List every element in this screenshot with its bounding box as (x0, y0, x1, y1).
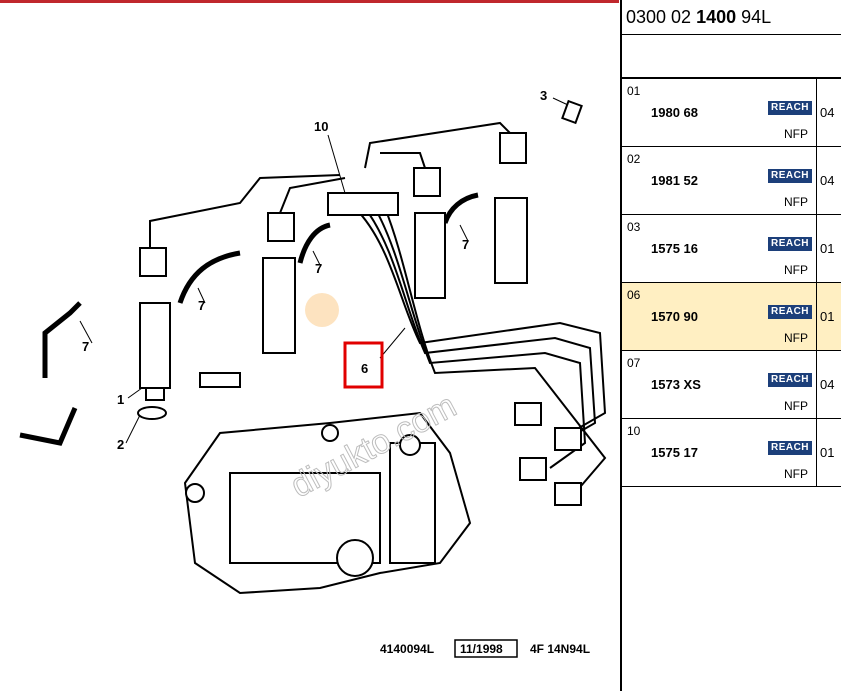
pipe-1 (149, 174, 341, 248)
reach-badge: REACH (768, 305, 812, 319)
drawing-code: 4F 14N94L (530, 642, 590, 656)
part-row[interactable]: 03 1575 16 REACH 01 NFP (622, 215, 841, 283)
header-suffix: 94L (736, 7, 772, 27)
pipe-2 (279, 177, 346, 214)
part-row-selected[interactable]: 06 1570 90 REACH 01 NFP (622, 283, 841, 351)
callout-6: 6 (361, 361, 368, 376)
part-status: NFP (784, 331, 808, 345)
pipe-4 (380, 152, 426, 169)
part-reference[interactable]: 1981 52 (651, 173, 698, 188)
part-reference[interactable]: 1575 17 (651, 445, 698, 460)
callout-1: 1 (117, 392, 124, 407)
header-bold: 1400 (696, 7, 737, 27)
part-index: 06 (627, 288, 641, 302)
part-index: 10 (627, 424, 641, 438)
part-quantity: 01 (820, 309, 835, 324)
leakoff-hose-3 (297, 222, 331, 264)
panel-divider (620, 0, 622, 691)
callout-7d: 7 (462, 237, 469, 252)
part-index: 01 (627, 84, 641, 98)
reach-badge: REACH (768, 373, 812, 387)
pipe-bundle-c (374, 207, 587, 469)
leakoff-hose-4 (442, 192, 479, 224)
callout-7c: 7 (315, 261, 322, 276)
part-row[interactable]: 02 1981 52 REACH 04 NFP (622, 147, 841, 215)
part-reference[interactable]: 1570 90 (651, 309, 698, 324)
parts-panel: 0300 02 1400 94L 01 1980 68 REACH 04 NFP… (622, 0, 841, 691)
part-reference[interactable]: 1980 68 (651, 105, 698, 120)
callout-7b: 7 (198, 298, 205, 313)
part-quantity: 04 (820, 173, 835, 188)
reach-badge: REACH (768, 237, 812, 251)
part-index: 02 (627, 152, 641, 166)
part-quantity: 04 (820, 377, 835, 392)
callout-10: 10 (314, 119, 328, 134)
header-prefix: 0300 02 (626, 7, 697, 27)
part-quantity: 04 (820, 105, 835, 120)
injection-diagram: 1 2 3 10 7 7 7 7 6 diyukto.com 4140094L … (19, 88, 607, 658)
pipe-bundle-a (354, 207, 607, 434)
part-quantity: 01 (820, 445, 835, 460)
top-accent-bar (0, 0, 619, 3)
part-reference[interactable]: 1575 16 (651, 241, 698, 256)
pipe-bundle-d (384, 207, 607, 494)
part-row[interactable]: 10 1575 17 REACH 01 NFP (622, 419, 841, 487)
reach-badge: REACH (768, 169, 812, 183)
panel-header: 0300 02 1400 94L (622, 0, 841, 35)
drawing-ref: 4140094L (380, 642, 434, 656)
return-elbow (19, 407, 78, 446)
pipe-bundle-b (364, 207, 597, 444)
part-status: NFP (784, 399, 808, 413)
part-index: 07 (627, 356, 641, 370)
part-status: NFP (784, 195, 808, 209)
callout-3: 3 (540, 88, 547, 103)
callout-7a: 7 (82, 339, 89, 354)
part-row[interactable]: 01 1980 68 REACH 04 NFP (622, 79, 841, 147)
part-row[interactable]: 07 1573 XS REACH 04 NFP (622, 351, 841, 419)
part-index: 03 (627, 220, 641, 234)
drawing-date: 11/1998 (460, 642, 503, 656)
panel-spacer (622, 35, 841, 79)
part-status: NFP (784, 263, 808, 277)
callout-2: 2 (117, 437, 124, 452)
leakoff-hose-2 (177, 250, 241, 304)
part-reference[interactable]: 1573 XS (651, 377, 701, 392)
reach-badge: REACH (768, 441, 812, 455)
leakoff-hose-1 (42, 301, 82, 378)
part-status: NFP (784, 467, 808, 481)
reach-badge: REACH (768, 101, 812, 115)
callout-6-highlight (343, 341, 384, 389)
part-quantity: 01 (820, 241, 835, 256)
part-status: NFP (784, 127, 808, 141)
hotspot-marker (305, 293, 339, 327)
pipe-3 (364, 121, 516, 169)
